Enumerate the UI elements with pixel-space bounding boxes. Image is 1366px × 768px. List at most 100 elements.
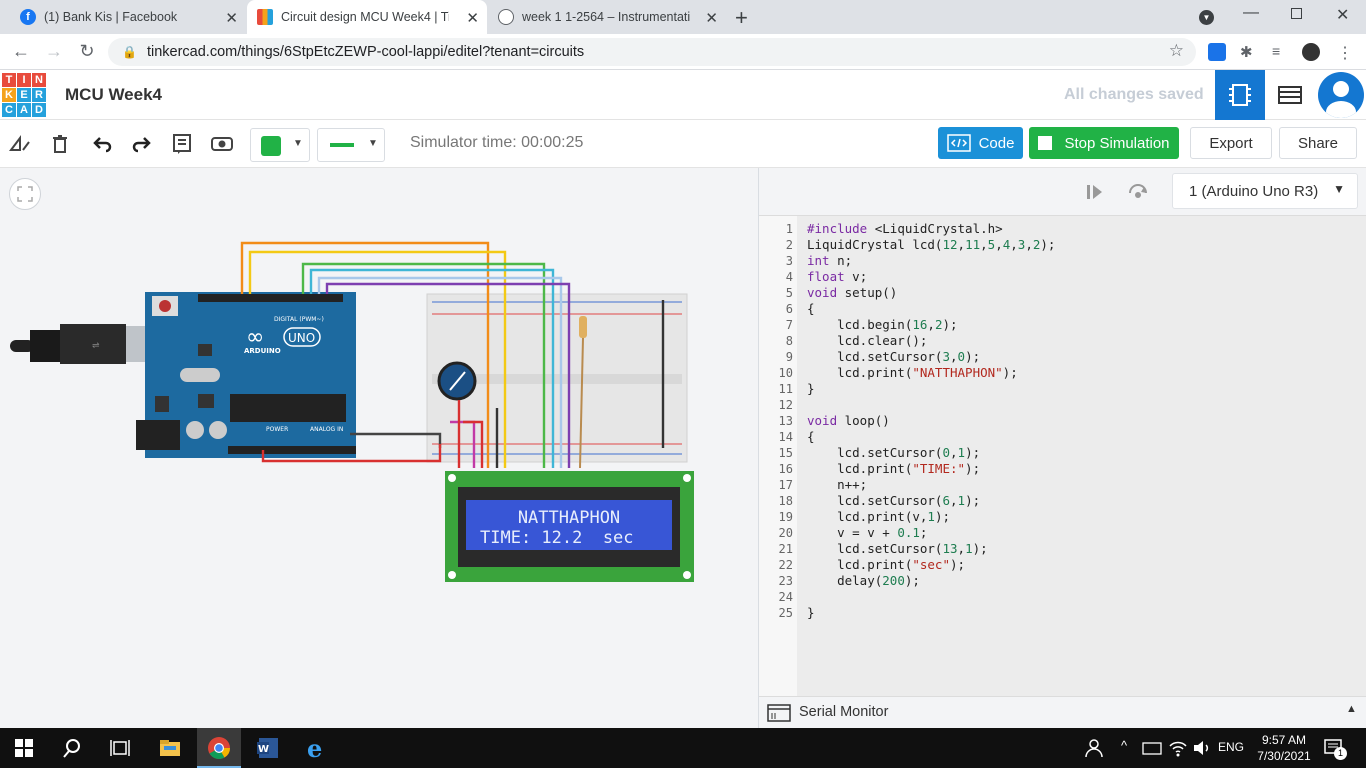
circuit-drawing: ⇌ ∞ UNO ARDUINO DIGITAL (PWM~) POWER ANA… <box>10 241 694 582</box>
notes-icon[interactable] <box>170 132 194 156</box>
code-editor[interactable]: #include <LiquidCrystal.h>LiquidCrystal … <box>797 216 1366 696</box>
code-line: lcd.print("sec"); <box>807 557 966 572</box>
word-icon[interactable]: W <box>256 736 280 760</box>
wire-type-dropdown[interactable]: ▼ <box>317 128 385 162</box>
action-center-button[interactable]: 1 <box>1322 736 1347 760</box>
lcd-16x2[interactable]: NATTHAPHON TIME: 12.2 sec <box>445 471 694 582</box>
chevron-down-icon: ▼ <box>293 138 303 149</box>
tab-title: week 1 1-2564 – Instrumentation <box>522 10 690 24</box>
close-window-icon[interactable]: ✕ <box>1336 7 1350 24</box>
close-tab-icon[interactable]: ✕ <box>705 10 718 27</box>
potentiometer[interactable] <box>437 361 477 401</box>
list-view-icon <box>1278 86 1302 104</box>
code-line: lcd.print("NATTHAPHON"); <box>807 365 1018 380</box>
language-indicator[interactable]: ENG <box>1218 740 1245 754</box>
undo-icon[interactable] <box>90 132 114 156</box>
code-line: { <box>807 301 815 316</box>
code-line: int n; <box>807 253 853 268</box>
redo-icon[interactable] <box>130 132 154 156</box>
people-icon[interactable] <box>1082 736 1106 760</box>
back-icon[interactable]: ← <box>12 41 30 61</box>
url-field[interactable]: 🔒 tinkercad.com/things/6StpEtcZEWP-cool-… <box>108 38 1196 66</box>
rotate-icon[interactable] <box>8 132 32 156</box>
line-number: 1 <box>785 222 793 236</box>
stop-simulation-button[interactable]: Stop Simulation <box>1029 127 1179 159</box>
line-number: 22 <box>778 558 793 572</box>
chrome-taskbar-button[interactable] <box>197 728 241 768</box>
share-button[interactable]: Share <box>1279 127 1357 159</box>
code-line: lcd.setCursor(13,1); <box>807 541 988 556</box>
search-icon[interactable] <box>60 736 84 760</box>
project-title[interactable]: MCU Week4 <box>65 85 162 104</box>
profile-avatar-icon[interactable] <box>1302 43 1320 61</box>
line-number: 17 <box>778 478 793 492</box>
media-control-icon[interactable]: ≡ <box>1272 43 1281 59</box>
components-list-button[interactable] <box>1265 70 1315 120</box>
code-button[interactable]: Code <box>938 127 1023 159</box>
puzzle-icon[interactable]: ✱ <box>1240 44 1253 61</box>
tinkercad-logo[interactable]: T I N K E R C A D <box>2 73 46 117</box>
line-number: 2 <box>785 238 793 252</box>
export-button[interactable]: Export <box>1190 127 1272 159</box>
line-number: 11 <box>778 382 793 396</box>
tab-tinkercad[interactable]: Circuit design MCU Week4 | Tinkercad ✕ <box>247 0 487 34</box>
color-picker-dropdown[interactable]: ▼ <box>250 128 310 162</box>
bookmark-star-icon[interactable]: ☆ <box>1168 41 1184 60</box>
step-icon[interactable] <box>1085 182 1105 202</box>
wires[interactable] <box>240 241 665 468</box>
code-button-label: Code <box>978 134 1015 152</box>
file-explorer-icon[interactable] <box>158 736 182 760</box>
serial-monitor-bar[interactable]: Serial Monitor ▲ <box>759 696 1366 728</box>
restore-icon[interactable] <box>1291 8 1302 19</box>
volume-icon[interactable] <box>1190 736 1214 760</box>
minimize-icon[interactable]: — <box>1243 4 1259 21</box>
close-tab-icon[interactable]: ✕ <box>225 10 238 27</box>
circuit-view-button[interactable] <box>1215 70 1265 120</box>
wifi-icon[interactable] <box>1166 736 1190 760</box>
chevron-up-icon[interactable]: ^ <box>1121 738 1128 753</box>
code-line: lcd.print(v,1); <box>807 509 951 524</box>
tab-instrumentation[interactable]: week 1 1-2564 – Instrumentation ✕ <box>488 0 726 34</box>
lcd-line-2: TIME: 12.2 sec <box>480 528 634 548</box>
address-bar-row: ← → ↻ 🔒 tinkercad.com/things/6StpEtcZEWP… <box>0 34 1366 70</box>
zoom-to-fit-button[interactable] <box>9 178 41 210</box>
close-tab-icon[interactable]: ✕ <box>466 10 479 27</box>
delete-trash-icon[interactable] <box>48 132 72 156</box>
reload-icon[interactable]: ↻ <box>79 41 95 61</box>
clock-date: 7/30/2021 <box>1257 749 1311 763</box>
resistor[interactable] <box>579 316 587 469</box>
line-number: 23 <box>778 574 793 588</box>
code-line: LiquidCrystal lcd(12,11,5,4,3,2); <box>807 237 1056 252</box>
arduino-uno-board[interactable]: ∞ UNO ARDUINO DIGITAL (PWM~) POWER ANALO… <box>136 292 356 458</box>
keyboard-icon[interactable] <box>1140 736 1164 760</box>
tab-search-icon[interactable]: ▼ <box>1199 10 1214 25</box>
chevron-up-icon[interactable]: ▲ <box>1346 703 1357 715</box>
chrome-icon <box>208 737 230 759</box>
debugger-icon[interactable] <box>1127 181 1149 201</box>
line-number: 13 <box>778 414 793 428</box>
svg-text:W: W <box>258 744 269 755</box>
new-tab-icon[interactable]: + <box>735 5 748 30</box>
code-line: { <box>807 429 815 444</box>
chrome-menu-icon[interactable]: ⋮ <box>1337 45 1353 62</box>
logo-letter: A <box>17 103 31 117</box>
visibility-eye-icon[interactable] <box>210 132 234 156</box>
line-number: 16 <box>778 462 793 476</box>
line-number: 24 <box>778 590 793 604</box>
internet-explorer-icon[interactable]: e <box>306 736 330 760</box>
circuit-canvas[interactable]: ⇌ ∞ UNO ARDUINO DIGITAL (PWM~) POWER ANA… <box>0 168 758 728</box>
code-panel-header: 1 (Arduino Uno R3) ▼ <box>759 168 1366 216</box>
simulator-time: Simulator time: 00:00:25 <box>410 134 584 151</box>
line-number: 12 <box>778 398 793 412</box>
logo-letter: C <box>2 103 16 117</box>
forward-icon[interactable]: → <box>45 41 63 61</box>
task-view-icon[interactable] <box>108 736 132 760</box>
extension-icon[interactable] <box>1208 43 1226 61</box>
tab-facebook[interactable]: f (1) Bank Kis | Facebook ✕ <box>10 0 246 34</box>
system-clock[interactable]: 9:57 AM 7/30/2021 <box>1253 732 1315 764</box>
code-line: lcd.setCursor(0,1); <box>807 445 981 460</box>
line-number: 25 <box>778 606 793 620</box>
user-avatar[interactable] <box>1318 72 1364 118</box>
windows-start-icon[interactable] <box>12 736 36 760</box>
device-selector[interactable]: 1 (Arduino Uno R3) ▼ <box>1172 173 1358 209</box>
